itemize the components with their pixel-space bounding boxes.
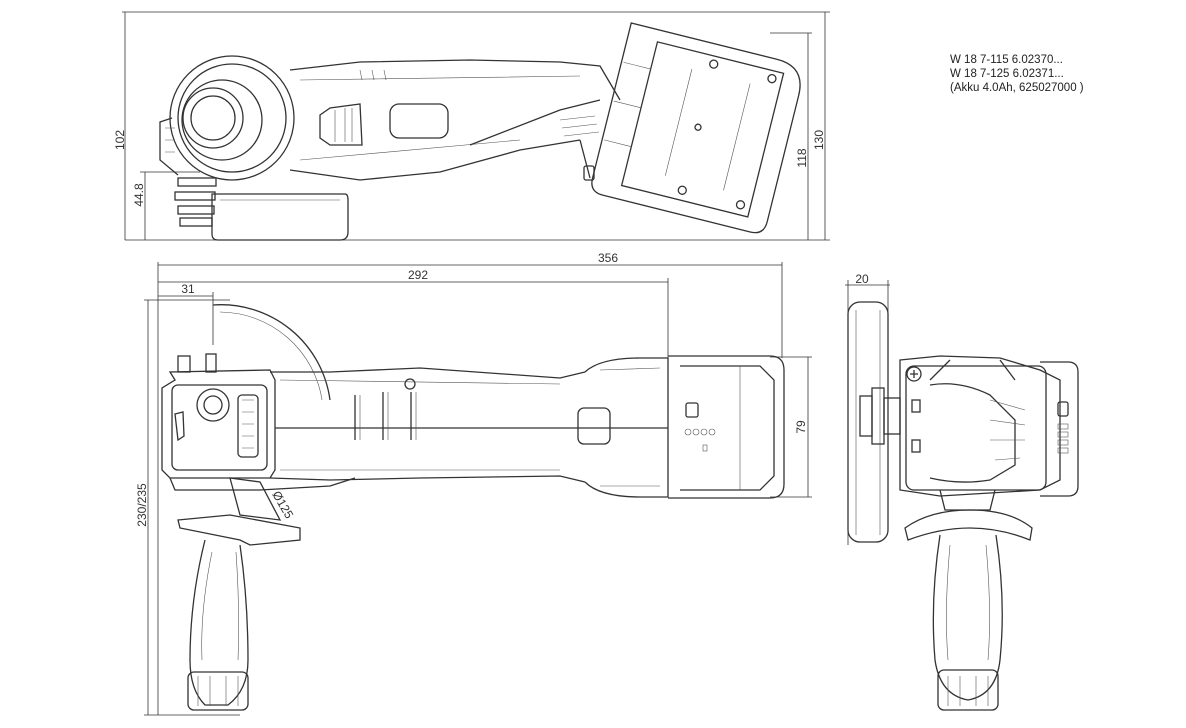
top-view: 102 44.8 118 130 xyxy=(113,11,830,241)
dim-118: 118 xyxy=(795,148,809,167)
dim-44-8: 44.8 xyxy=(132,183,146,207)
side-view: 356 292 31 230/235 79 xyxy=(135,251,812,716)
battery-note: (Akku 4.0Ah, 625027000 ) xyxy=(950,82,1084,94)
disc-size-label: Ø125 xyxy=(269,489,296,522)
dim-356: 356 xyxy=(598,251,618,265)
dim-20: 20 xyxy=(855,272,869,286)
model-line-2: W 18 7-125 6.02371... xyxy=(950,68,1064,80)
model-line-1: W 18 7-115 6.02370... xyxy=(950,54,1063,66)
dim-31: 31 xyxy=(181,282,195,296)
dim-292: 292 xyxy=(408,268,428,282)
front-view: 20 xyxy=(845,272,1079,711)
dim-79: 79 xyxy=(794,420,808,434)
dim-130: 130 xyxy=(812,130,826,150)
dim-102: 102 xyxy=(113,130,127,150)
dim-230-235: 230/235 xyxy=(135,483,149,527)
